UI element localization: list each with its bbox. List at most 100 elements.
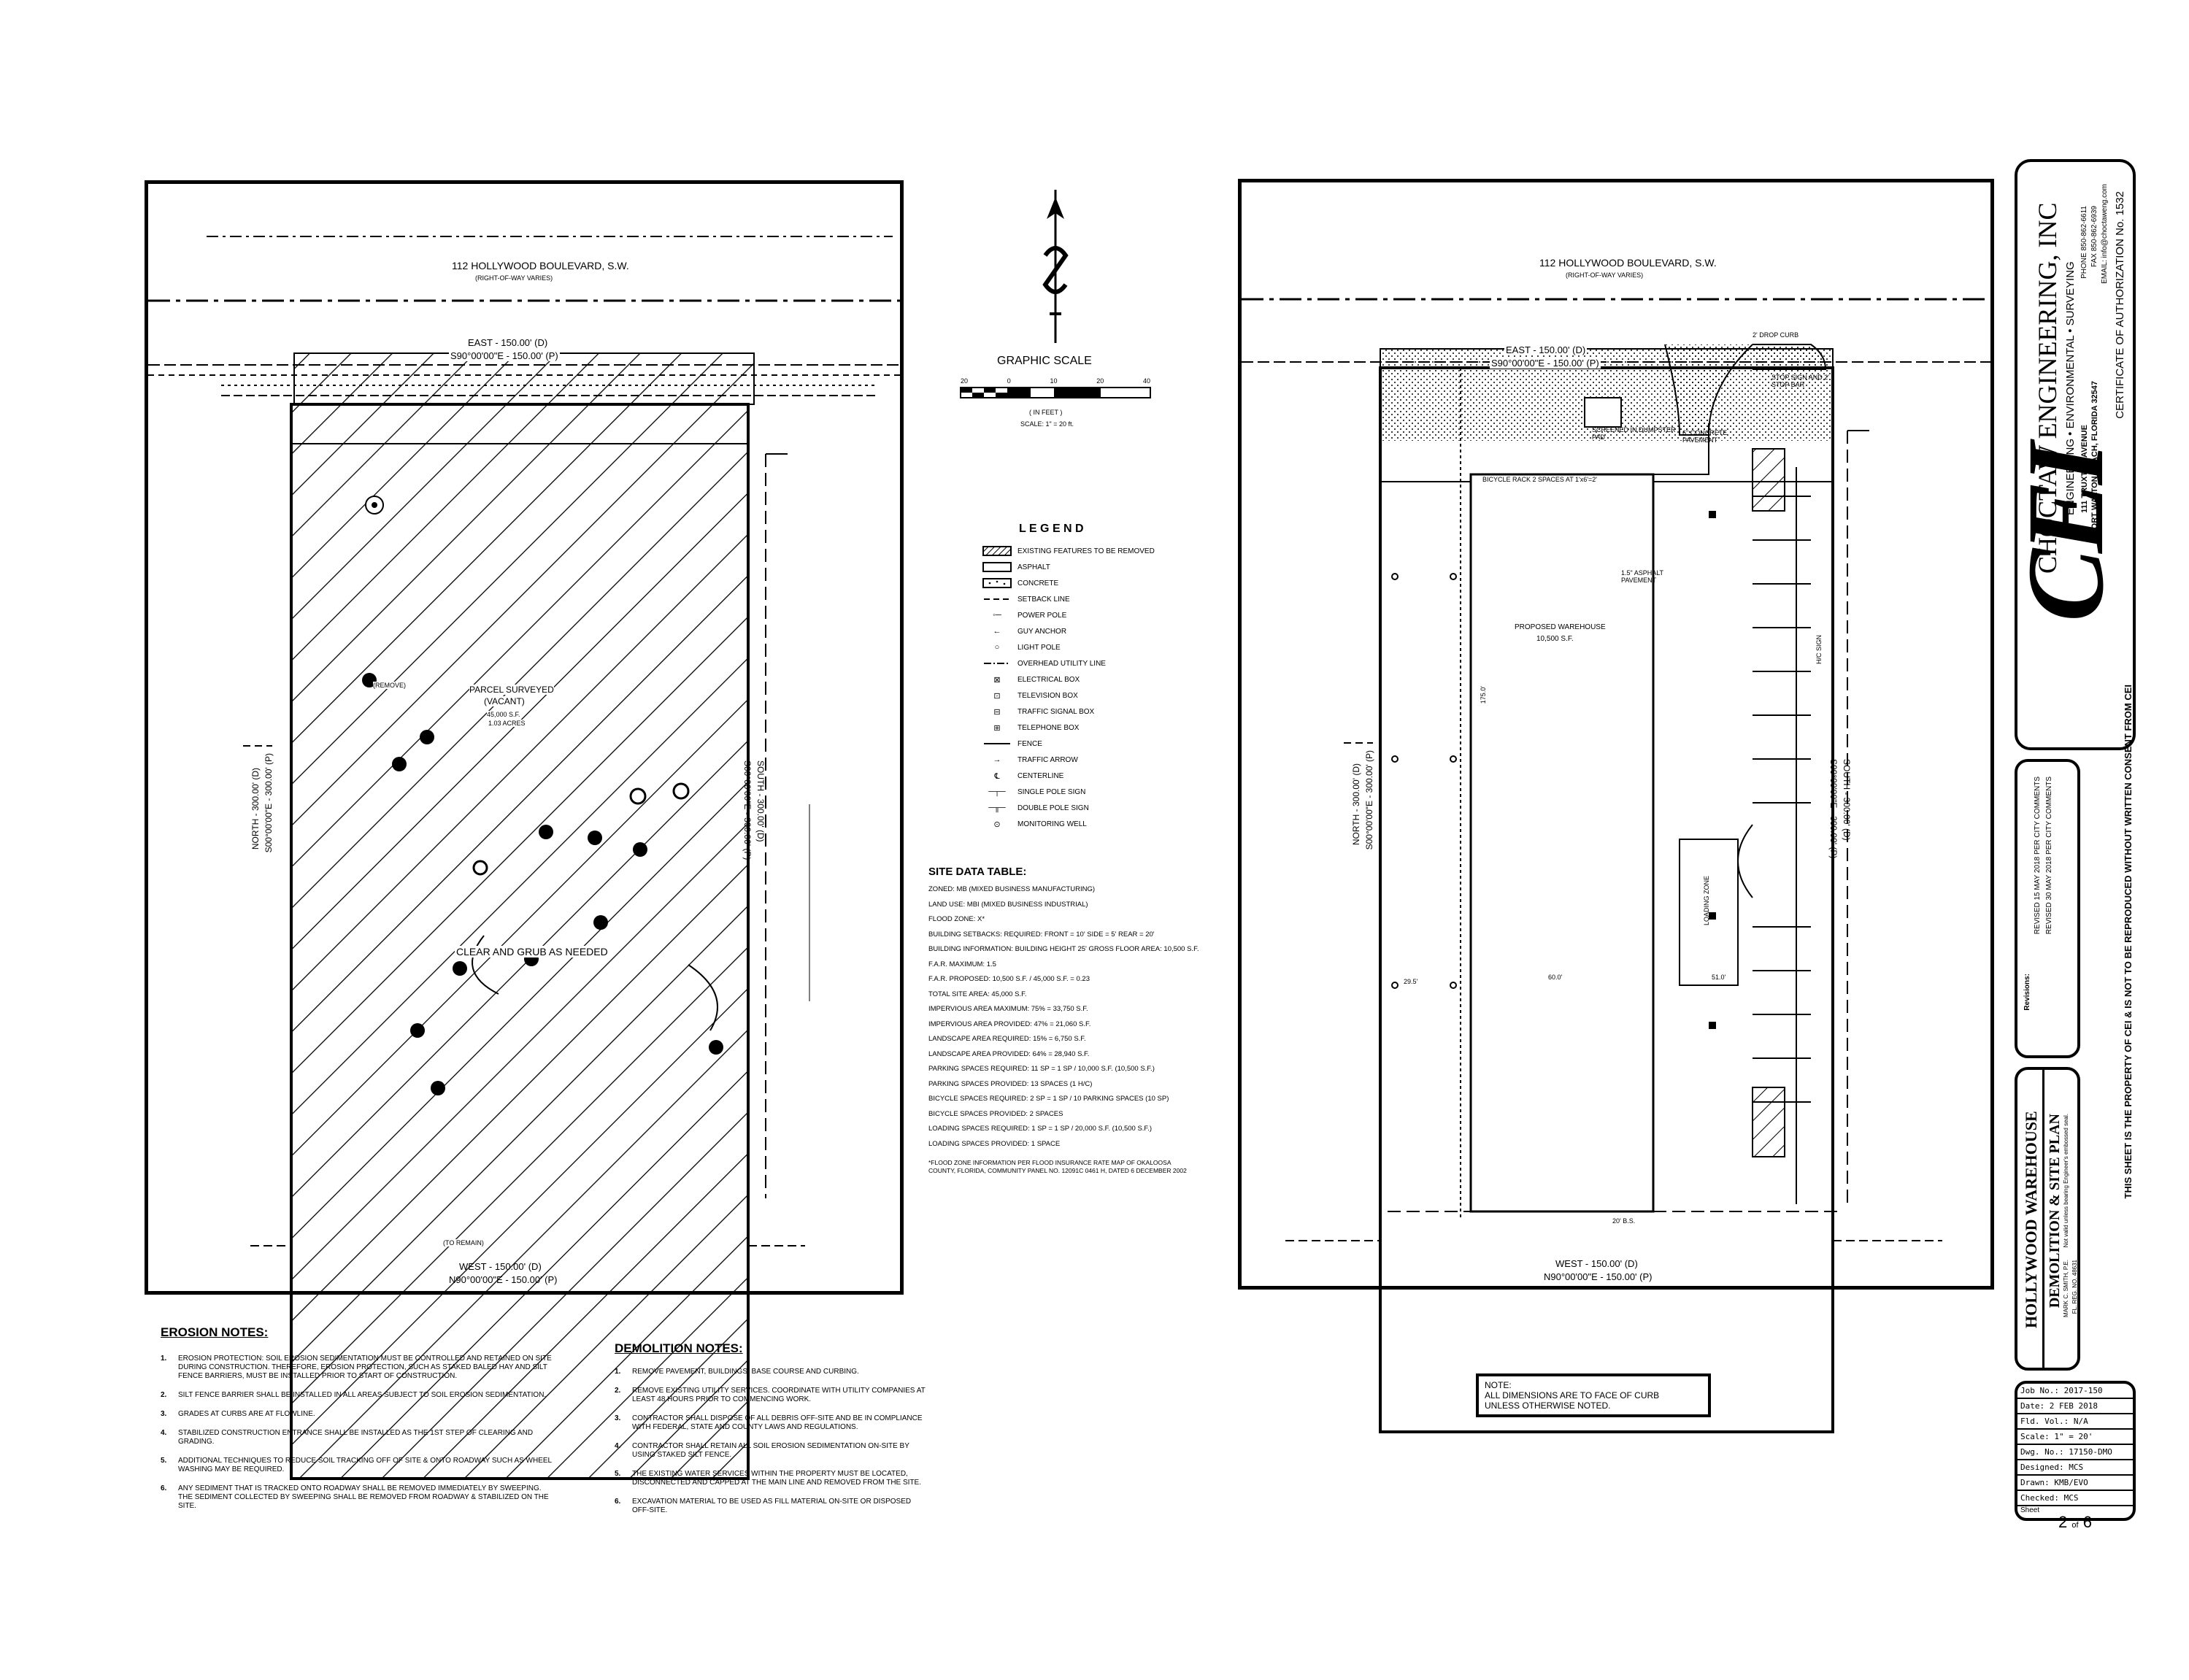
site-data-row: BUILDING SETBACKS: REQUIRED: FRONT = 10'…	[928, 930, 1155, 939]
note-number: 5.	[615, 1470, 621, 1478]
dimension-note-line3: UNLESS OTHERWISE NOTED.	[1485, 1400, 1611, 1411]
note-item: 1. REMOVE PAVEMENT, BUILDINGS, BASE COURS…	[615, 1368, 928, 1376]
drawing-scale: Scale: 1" = 20'	[2017, 1430, 2133, 1445]
graphic-scale-title: GRAPHIC SCALE	[997, 355, 1092, 367]
legend-item: ─╥─ DOUBLE POLE SIGN	[982, 800, 1216, 816]
note-number: 4.	[161, 1429, 167, 1437]
overhead-icon	[982, 658, 1012, 668]
company-panel: CEI CHOCTAW ENGINEERING, INC ENGINEERING…	[2005, 159, 2136, 750]
warehouse-area: 10,500 S.F.	[1536, 635, 1574, 643]
hatch-icon	[982, 546, 1012, 556]
left-road-name: 112 HOLLYWOOD BOULEVARD, S.W.	[452, 260, 629, 271]
company-services: ENGINEERING • ENVIRONMENTAL • SURVEYING	[2064, 261, 2077, 515]
dim-setback-west: 29.5'	[1404, 978, 1418, 985]
note-text: ADDITIONAL TECHNIQUES TO REDUCE SOIL TRA…	[178, 1457, 552, 1473]
company-phone: PHONE 850-862-6611	[2080, 206, 2088, 279]
site-data-row: FLOOD ZONE: X*	[928, 915, 985, 923]
legend-item-label: SINGLE POLE SIGN	[1017, 787, 1086, 796]
seal-note: Not valid unless bearing Engineer's embo…	[2063, 1114, 2069, 1248]
centerline-icon: ℄	[994, 771, 1000, 781]
note-text: EXCAVATION MATERIAL TO BE USED AS FILL M…	[632, 1498, 912, 1514]
right-east-bearing: SOUTH - 300.00' (D)	[1842, 759, 1852, 841]
dim-175: 175.0'	[1480, 686, 1487, 704]
job-number: Job No.: 2017-150	[2017, 1384, 2133, 1399]
legend-item: ⊠ELECTRICAL BOX	[982, 671, 1216, 687]
double-sign-icon: ─╥─	[988, 804, 1006, 812]
site-data-rows: ZONED: MB (MIXED BUSINESS MANUFACTURING)…	[928, 882, 1235, 1152]
drawn-by: Drawn: KMB/EVO	[2017, 1476, 2133, 1491]
company-fax: FAX 850-862-6939	[2090, 206, 2098, 267]
power-pole-icon: ◦─	[993, 611, 1001, 620]
concrete-pavement-label: 6" CONCRETE PAVEMENT	[1682, 429, 1728, 444]
warehouse-label: PROPOSED WAREHOUSE	[1515, 623, 1606, 631]
note-text: REMOVE EXISTING UTILITY SERVICES. COORDI…	[632, 1387, 926, 1403]
demolition-plan-drawing	[148, 236, 900, 1480]
scale-tick-0: 20	[961, 377, 969, 385]
note-item: 2.REMOVE EXISTING UTILITY SERVICES. COOR…	[615, 1387, 928, 1404]
company-address1: 111 TRUXTON AVENUE	[2080, 425, 2089, 513]
legend-item: →TRAFFIC ARROW	[982, 752, 1216, 768]
legend-item: ⊞TELEPHONE BOX	[982, 720, 1216, 736]
legend-item: CONCRETE	[982, 575, 1216, 591]
site-data-row: F.A.R. MAXIMUM: 1.5	[928, 960, 996, 968]
note-text: CONTRACTOR SHALL DISPOSE OF ALL DEBRIS O…	[632, 1414, 923, 1431]
company-address2: FORT WALTON BEACH, FLORIDA 32547	[2090, 381, 2099, 535]
legend: L E G E N D EXISTING FEATURES TO BE REMO…	[982, 523, 1216, 832]
note-number: 6.	[615, 1498, 621, 1506]
right-north-bearing-p: S90°00'00"E - 150.00' (P)	[1490, 358, 1601, 369]
drop-curb-label: 2' DROP CURB	[1753, 331, 1799, 339]
note-item: 2.SILT FENCE BARRIER SHALL BE INSTALLED …	[161, 1391, 555, 1400]
legend-item-label: TELEVISION BOX	[1017, 691, 1078, 700]
note-number: 1.	[161, 1355, 167, 1363]
legend-title: L E G E N D	[1019, 523, 1084, 535]
note-number: 3.	[615, 1414, 621, 1422]
property-note: THIS SHEET IS THE PROPERTY OF CEI & IS N…	[2123, 685, 2134, 1199]
stop-sign-label: STOP SIGN AND 2' STOP BAR	[1771, 374, 1829, 388]
site-data-table: SITE DATA TABLE: ZONED: MB (MIXED BUSINE…	[928, 866, 1235, 1175]
engineer-reg: FL. REG. NO. 48631	[2071, 1260, 2078, 1314]
erosion-notes: EROSION NOTES: 1.EROSION PROTECTION: SOI…	[161, 1325, 555, 1521]
legend-item-label: EXISTING FEATURES TO BE REMOVED	[1017, 547, 1155, 555]
left-south-bearing-p: N90°00'00"E - 150.00' (P)	[449, 1274, 558, 1285]
left-west-bearing-p: S00°00'00"E - 300.00' (P)	[263, 753, 274, 853]
legend-item-label: OVERHEAD UTILITY LINE	[1017, 659, 1106, 668]
legend-item: ←GUY ANCHOR	[982, 623, 1216, 639]
legend-item-label: CONCRETE	[1017, 579, 1059, 587]
loading-zone-label: LOADING ZONE	[1703, 876, 1710, 926]
traffic-box-icon: ⊟	[993, 707, 1001, 717]
north-arrow	[1041, 190, 1070, 343]
parcel-acres: 1.03 ACRES	[488, 720, 526, 727]
site-data-row: BICYCLE SPACES PROVIDED: 2 SPACES	[928, 1109, 1063, 1118]
left-west-bearing: NORTH - 300.00' (D)	[250, 768, 261, 850]
engineer-name: MARK C. SMITH, P.E.	[2063, 1260, 2069, 1317]
graphic-scale-unit: ( IN FEET )	[1029, 409, 1063, 416]
drawing-number: Dwg. No.: 17150-DMO	[2017, 1445, 2133, 1460]
note-text: CONTRACTOR SHALL RETAIN ALL SOIL EROSION…	[632, 1442, 909, 1459]
legend-item-label: CENTERLINE	[1017, 771, 1064, 780]
site-data-row: LAND USE: MBI (MIXED BUSINESS INDUSTRIAL…	[928, 900, 1088, 909]
demolition-plan-frame: 112 HOLLYWOOD BOULEVARD, S.W. (RIGHT-OF-…	[145, 180, 904, 1480]
note-number: 1.	[615, 1368, 621, 1376]
site-data-row: TOTAL SITE AREA: 45,000 S.F.	[928, 990, 1027, 998]
right-row-note: (RIGHT-OF-WAY VARIES)	[1566, 271, 1644, 279]
left-east-bearing-p: S00°00'00"E - 300.00' (P)	[742, 760, 753, 860]
dimension-note-line1: NOTE:	[1485, 1380, 1512, 1390]
sheet-title: DEMOLITION & SITE PLAN	[2047, 1114, 2063, 1309]
revisions-panel: Revisions: REVISED 15 MAY 2018 PER CITY …	[2015, 759, 2080, 1058]
project-panel: HOLLYWOOD WAREHOUSE DEMOLITION & SITE PL…	[2015, 1067, 2080, 1371]
designed-by: Designed: MCS	[2017, 1460, 2133, 1476]
legend-item: ℄ CENTERLINE	[982, 768, 1216, 784]
site-data-row: IMPERVIOUS AREA PROVIDED: 47% = 21,060 S…	[928, 1020, 1091, 1028]
revision-2: REVISED 30 MAY 2018 PER CITY COMMENTS	[2045, 777, 2053, 935]
fence-icon	[982, 739, 1012, 749]
right-east-bearing-p: S00°00'00"E - 300.00' (P)	[1828, 759, 1839, 859]
title-block: CEI CHOCTAW ENGINEERING, INC ENGINEERING…	[2005, 159, 2136, 1530]
legend-item-label: DOUBLE POLE SIGN	[1017, 804, 1089, 812]
left-north-bearing-p: S90°00'00"E - 150.00' (P)	[449, 350, 560, 361]
note-text: GRADES AT CURBS ARE AT FLOWLINE.	[178, 1410, 315, 1418]
site-data-row: LANDSCAPE AREA PROVIDED: 64% = 28,940 S.…	[928, 1049, 1090, 1058]
site-plan-drawing	[1242, 298, 1990, 1433]
legend-item-label: TRAFFIC SIGNAL BOX	[1017, 707, 1095, 716]
note-text: REMOVE PAVEMENT, BUILDINGS, BASE COURSE …	[632, 1368, 859, 1376]
